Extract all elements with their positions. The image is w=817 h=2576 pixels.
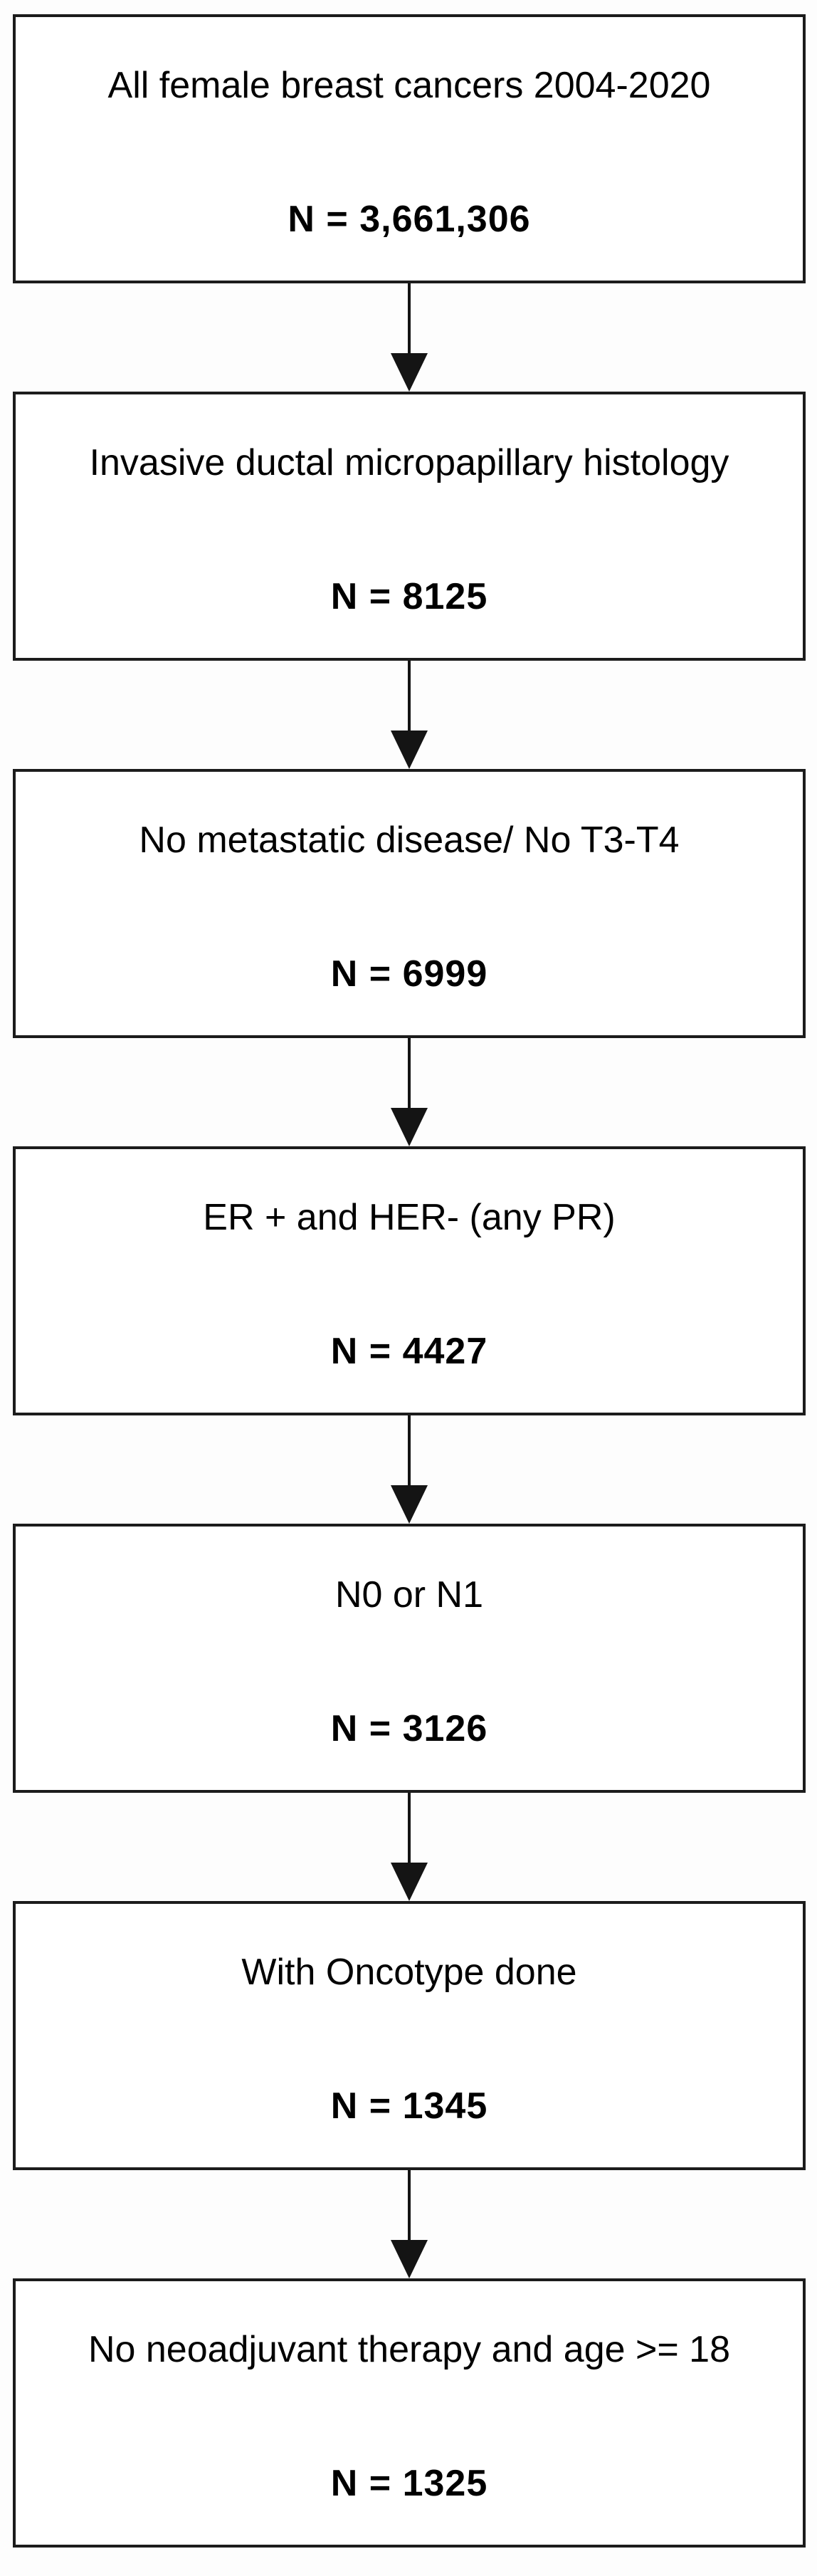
arrow-down-icon [391, 2240, 428, 2278]
flow-box-count: N = 3126 [330, 1708, 488, 1749]
arrow-stem [408, 2170, 411, 2240]
flow-box-label: With Oncotype done [241, 1952, 577, 1993]
flow-box-all-female-breast-cancers: All female breast cancers 2004-2020 N = … [13, 14, 806, 283]
connector-arrow-down [13, 283, 806, 392]
arrow-stem [408, 661, 411, 731]
flow-box-label: No metastatic disease/ No T3-T4 [139, 820, 680, 861]
flow-box-count: N = 1345 [330, 2085, 488, 2127]
flow-box-count: N = 8125 [330, 576, 488, 617]
connector-arrow-down [13, 661, 806, 769]
flow-box-count: N = 4427 [330, 1331, 488, 1372]
flow-box-count: N = 6999 [330, 953, 488, 995]
arrow-down-icon [391, 1485, 428, 1524]
arrow-down-icon [391, 1108, 428, 1146]
flow-box-n0-or-n1: N0 or N1 N = 3126 [13, 1524, 806, 1793]
flow-box-label: Invasive ductal micropapillary histology [89, 442, 729, 483]
flow-box-label: ER + and HER- (any PR) [203, 1197, 616, 1238]
flow-box-label: N0 or N1 [334, 1574, 484, 1616]
connector-arrow-down [13, 1415, 806, 1524]
flow-box-count: N = 3,661,306 [288, 199, 531, 240]
connector-arrow-down [13, 1038, 806, 1146]
connector-arrow-down [13, 2170, 806, 2278]
arrow-down-icon [391, 731, 428, 769]
flow-box-count: N = 1325 [330, 2463, 488, 2504]
flow-box-label: No neoadjuvant therapy and age >= 18 [88, 2329, 731, 2370]
flow-box-label: All female breast cancers 2004-2020 [107, 65, 711, 106]
arrow-stem [408, 283, 411, 353]
flow-box-invasive-ductal-micropapillary: Invasive ductal micropapillary histology… [13, 392, 806, 661]
flow-box-no-metastatic-disease: No metastatic disease/ No T3-T4 N = 6999 [13, 769, 806, 1038]
arrow-stem [408, 1038, 411, 1108]
arrow-down-icon [391, 1863, 428, 1901]
flow-box-er-positive-her-negative: ER + and HER- (any PR) N = 4427 [13, 1146, 806, 1415]
connector-arrow-down [13, 1793, 806, 1901]
arrow-stem [408, 1415, 411, 1485]
flow-box-no-neoadjuvant-therapy: No neoadjuvant therapy and age >= 18 N =… [13, 2278, 806, 2548]
arrow-stem [408, 1793, 411, 1863]
arrow-down-icon [391, 353, 428, 392]
flow-box-with-oncotype-done: With Oncotype done N = 1345 [13, 1901, 806, 2170]
